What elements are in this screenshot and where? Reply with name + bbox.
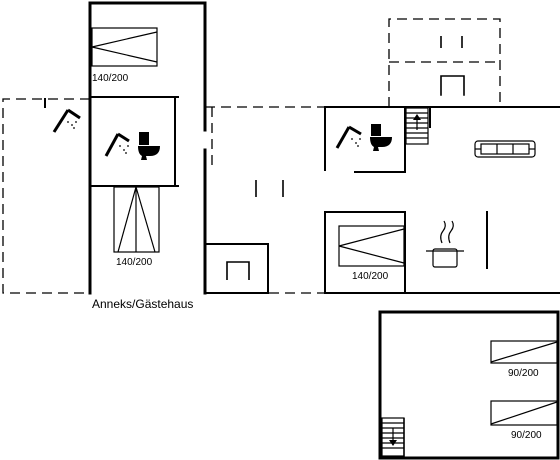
carport-upper (388, 18, 501, 107)
shower-icon (335, 125, 362, 149)
shower-icon (104, 132, 130, 157)
bed-size-label: 140/200 (92, 73, 129, 84)
bed-upper-2 (490, 400, 558, 426)
terrace-left (2, 98, 90, 294)
bed-upper-1 (490, 340, 558, 364)
stairs-up-arrow-icon (413, 114, 421, 130)
sofa-icon (474, 140, 536, 158)
terrace-outlines (2, 18, 501, 294)
toilet-icon (138, 132, 160, 160)
toilet-icon (370, 124, 392, 151)
shed (205, 243, 269, 294)
bed-size-label: 140/200 (352, 271, 389, 282)
courtyard-markers (255, 180, 284, 197)
shower-icon (52, 108, 81, 133)
stairs-down-arrow-icon (389, 428, 397, 446)
bed-main (338, 225, 405, 267)
annex-building (44, 1, 207, 295)
annex-label: Anneks/Gästehaus (92, 297, 193, 311)
main-house (324, 75, 560, 294)
upper-floor-outline (378, 310, 560, 460)
carport-door (440, 75, 465, 96)
bed-size-label: 140/200 (116, 257, 153, 268)
shed-door (226, 261, 250, 280)
shed-outline (205, 243, 269, 294)
bed-size-label: 90/200 (508, 368, 539, 379)
bed-annex-top (91, 27, 158, 67)
bed-annex-bottom (113, 186, 160, 253)
carport-posts (440, 36, 463, 48)
bed-size-label: 90/200 (511, 430, 542, 441)
cooking-pot-icon (426, 220, 464, 268)
